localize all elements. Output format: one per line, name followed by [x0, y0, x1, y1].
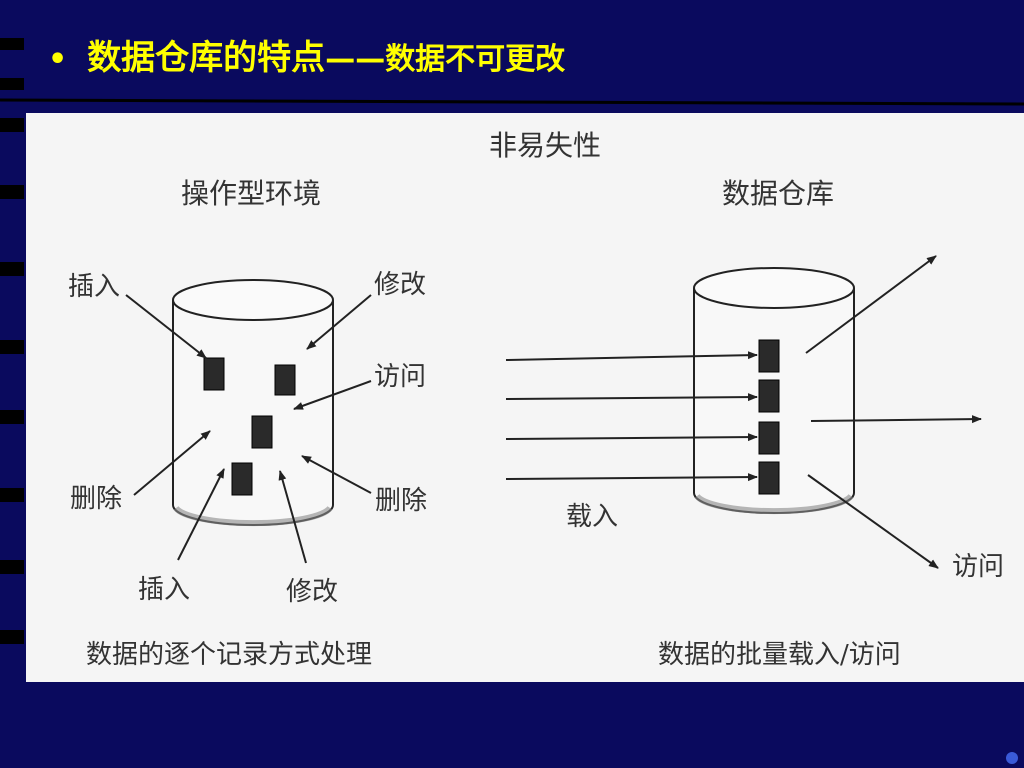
nonvolatility-diagram: 非易失性 操作型环境 插入 修改 访问 删除 删除 插入 修改: [26, 113, 1024, 682]
record-3: [251, 415, 273, 449]
load-arrow-3: [505, 433, 758, 442]
label-modify-bottom: 修改: [286, 577, 338, 607]
label-access-right: 访问: [952, 552, 1004, 582]
warehouse-records: [758, 339, 780, 495]
access-arrow-right: [810, 415, 982, 424]
left-caption-bottom: 数据的逐个记录方式处理: [86, 640, 372, 670]
operational-arrows: [125, 294, 372, 564]
label-delete-right: 删除: [375, 486, 427, 516]
title-main: 数据仓库的特点: [87, 38, 326, 78]
record-1: [203, 357, 225, 391]
arrow-insert-top: [125, 294, 207, 359]
label-delete-left: 删除: [70, 484, 122, 514]
warehouse-record-3: [758, 421, 780, 455]
label-insert-bottom: 插入: [138, 575, 190, 605]
arrow-delete-right: [301, 455, 372, 494]
left-caption-top: 操作型环境: [181, 177, 321, 210]
warehouse-record-1: [758, 339, 780, 373]
right-caption-bottom: 数据的批量载入/访问: [658, 640, 901, 670]
access-arrow-up: [805, 255, 937, 354]
title-dash: ——: [325, 42, 386, 77]
warehouse-record-4: [758, 461, 780, 495]
arrow-modify-top: [306, 294, 372, 350]
label-access-left: 访问: [374, 362, 426, 392]
access-arrows: [805, 255, 982, 569]
label-insert-top: 插入: [68, 272, 120, 302]
diagram-heading: 非易失性: [489, 129, 601, 162]
right-caption-top: 数据仓库: [722, 177, 834, 210]
label-modify-top: 修改: [374, 270, 426, 300]
load-arrow-2: [505, 393, 758, 402]
arrow-modify-bottom: [278, 470, 307, 564]
slide-title: • 数据仓库的特点——数据不可更改: [48, 30, 565, 79]
record-2: [274, 364, 296, 396]
operational-records: [203, 357, 296, 496]
load-arrow-1: [505, 351, 758, 361]
record-4: [231, 462, 253, 496]
load-arrow-4: [505, 473, 758, 482]
arrow-access: [293, 380, 372, 410]
operational-database-cylinder: [172, 279, 334, 527]
label-load: 载入: [566, 502, 618, 532]
arrow-delete-left: [133, 430, 211, 496]
warehouse-record-2: [758, 379, 780, 413]
load-arrows: [505, 351, 758, 482]
access-arrow-down: [807, 474, 939, 569]
arrow-insert-bottom: [177, 468, 225, 561]
title-sub: 数据不可更改: [385, 42, 566, 77]
bullet-icon: •: [48, 42, 68, 77]
